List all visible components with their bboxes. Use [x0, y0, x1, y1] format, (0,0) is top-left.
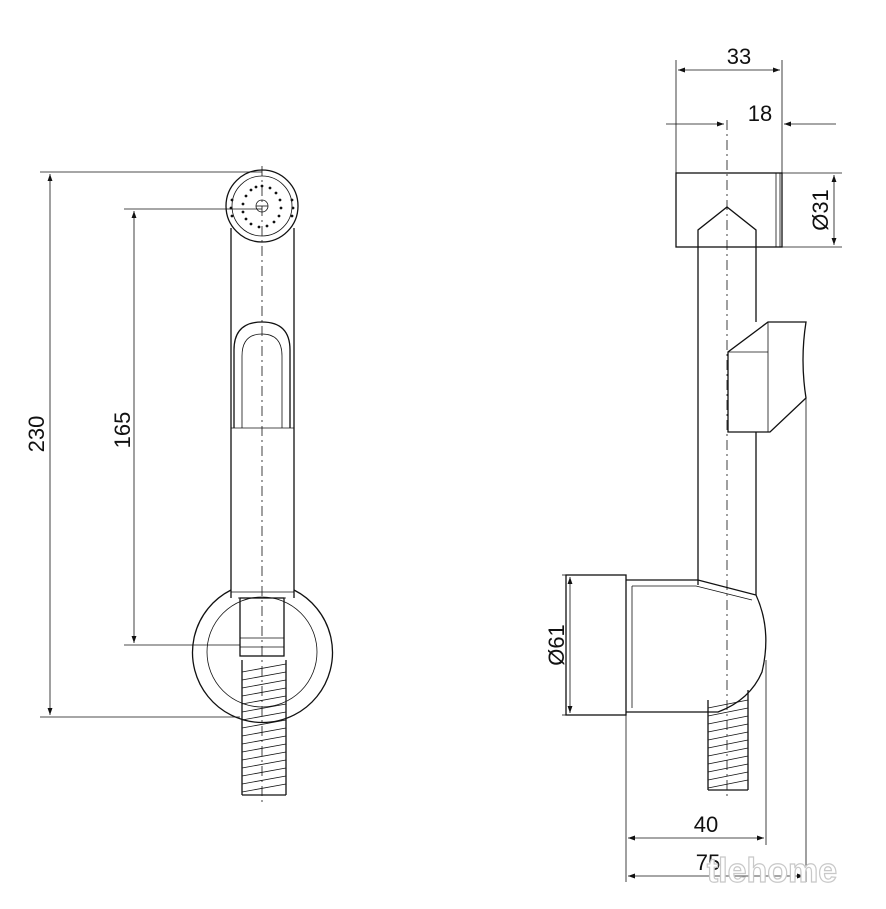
hose-side [707, 690, 749, 791]
dim-label-75: 75 [696, 850, 720, 875]
dimension-40: 40 [625, 660, 767, 882]
sprayer-handle-front [230, 228, 295, 599]
dim-label-18: 18 [748, 101, 772, 126]
watermark: tlehome [707, 852, 837, 890]
dimension-diameter-61: Ø61 [544, 574, 576, 716]
hose-front [241, 660, 287, 796]
dim-label-165: 165 [110, 412, 135, 449]
dimension-33: 33 [675, 44, 783, 173]
sprayer-handle-side [697, 247, 807, 595]
dimension-diameter-31: Ø31 [782, 172, 842, 248]
dimension-165: 165 [110, 208, 262, 646]
dim-label-33: 33 [727, 44, 751, 69]
dim-label-diameter-61: Ø61 [544, 624, 569, 666]
dim-label-230: 230 [24, 416, 49, 453]
dimension-75: 75 [628, 398, 807, 882]
wall-holder-side [565, 574, 767, 716]
front-view: 230 165 [24, 166, 334, 805]
wall-holder-front [191, 589, 334, 724]
side-view: 33 18 Ø31 Ø61 40 [544, 44, 842, 882]
dimension-18: 18 [666, 101, 836, 127]
sprayer-head-side [675, 172, 783, 248]
dimension-230: 230 [24, 171, 262, 718]
dim-label-40: 40 [694, 812, 718, 837]
dim-label-diameter-31: Ø31 [808, 189, 833, 231]
